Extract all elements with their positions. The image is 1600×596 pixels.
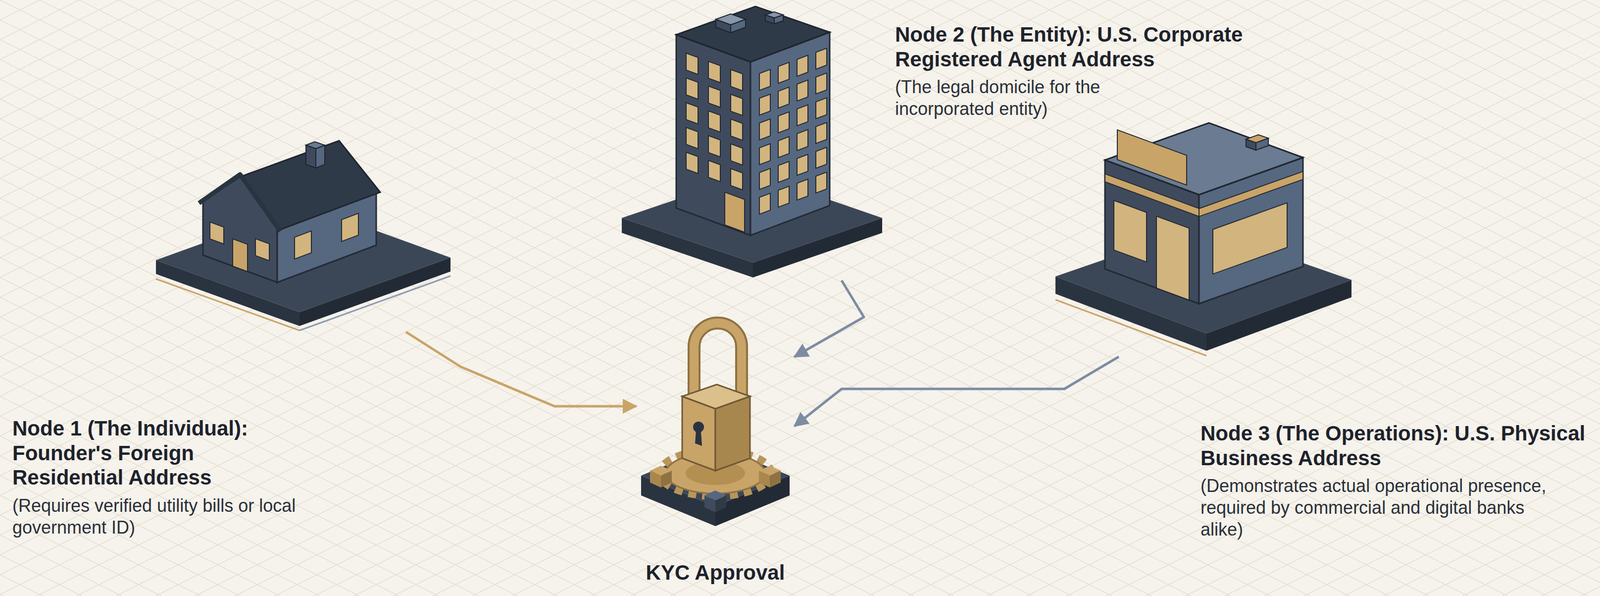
office-building-illustration-part <box>797 55 808 77</box>
storefront-illustration-part <box>1212 202 1288 274</box>
storefront-illustration <box>1050 55 1357 357</box>
office-building-illustration-part <box>676 34 751 236</box>
padlock-gear-illustration-part <box>695 429 702 446</box>
address-node: Node 2 (The Entity): U.S. Corporate Regi… <box>616 4 888 281</box>
house-illustration-part <box>305 141 325 149</box>
node-description: (Requires verified utility bills or loca… <box>12 494 310 539</box>
office-building-illustration <box>616 4 888 281</box>
padlock-gear-illustration-part <box>693 421 704 433</box>
padlock-gear-illustration-part <box>682 384 750 409</box>
office-building-illustration-part <box>750 32 830 236</box>
house-illustration-part <box>209 221 270 280</box>
node-heading: Node 2 (The Entity): U.S. Corporate Regi… <box>895 22 1331 72</box>
connector <box>794 280 864 357</box>
office-building-illustration-part <box>730 69 743 91</box>
connector <box>405 331 637 406</box>
padlock-gear-illustration-part <box>704 495 716 512</box>
office-building-illustration-part <box>686 52 699 75</box>
house-illustration-part <box>299 275 451 331</box>
text-block: Node 2 (The Entity): U.S. Corporate Regi… <box>895 22 1331 120</box>
text-block: KYC Approval <box>636 297 795 585</box>
storefront-illustration-part <box>1055 299 1207 356</box>
house-illustration-part <box>155 278 300 331</box>
storefront-illustration-part <box>1199 171 1303 279</box>
text-block: Node 3 (The Operations): U.S. Physical B… <box>1200 420 1592 541</box>
house-illustration-part <box>255 238 270 261</box>
office-building-illustration-part <box>708 61 721 83</box>
office-building-illustration-part <box>815 48 827 69</box>
house-illustration-part <box>232 238 248 272</box>
house-illustration-part <box>299 257 451 326</box>
node-description: (The legal domicile for the incorporated… <box>895 76 1163 120</box>
office-building-illustration-part <box>765 11 784 18</box>
house-illustration-part <box>294 230 312 259</box>
storefront-illustration-part <box>1117 129 1187 186</box>
approval-node: KYC Approval <box>636 297 795 585</box>
office-building-illustration-part <box>676 6 830 62</box>
house-illustration-part <box>240 140 381 231</box>
office-building-illustration-part <box>759 69 771 91</box>
padlock-gear-illustration-part <box>650 470 661 488</box>
house-illustration-part <box>341 213 359 242</box>
office-building-illustration-part <box>759 48 827 214</box>
address-node: Node 1 (The Individual): Founder's Forei… <box>148 138 458 332</box>
storefront-illustration-part <box>1156 215 1190 300</box>
office-building-illustration-part <box>778 62 790 84</box>
address-node: Node 3 (The Operations): U.S. Physical B… <box>1050 55 1357 357</box>
node-heading: Node 3 (The Operations): U.S. Physical B… <box>1200 420 1592 470</box>
house-illustration-part <box>294 213 359 259</box>
office-building-illustration-part <box>686 52 745 232</box>
storefront-illustration-part <box>1104 125 1200 304</box>
padlock-gear-illustration-part <box>758 470 770 488</box>
office-building-illustration-part <box>724 192 745 233</box>
house-illustration <box>148 138 458 332</box>
storefront-illustration-part <box>1113 200 1147 262</box>
padlock-gear-illustration-part <box>715 495 727 512</box>
office-building-illustration-part <box>759 171 827 214</box>
padlock-gear-illustration-part <box>769 470 781 488</box>
node-label: KYC Approval <box>636 560 795 585</box>
node-description: (Demonstrates actual operational presenc… <box>1200 474 1557 541</box>
office-building-illustration-part <box>715 13 746 25</box>
house-illustration-part <box>209 221 224 244</box>
text-block: Node 1 (The Individual): Founder's Forei… <box>12 415 310 538</box>
node-heading: Node 1 (The Individual): Founder's Forei… <box>12 415 310 490</box>
office-building-illustration-part <box>686 151 743 190</box>
padlock-gear-illustration <box>638 297 793 545</box>
connector <box>794 356 1119 426</box>
storefront-illustration-part <box>1246 134 1269 143</box>
padlock-gear-illustration-part <box>660 470 672 488</box>
